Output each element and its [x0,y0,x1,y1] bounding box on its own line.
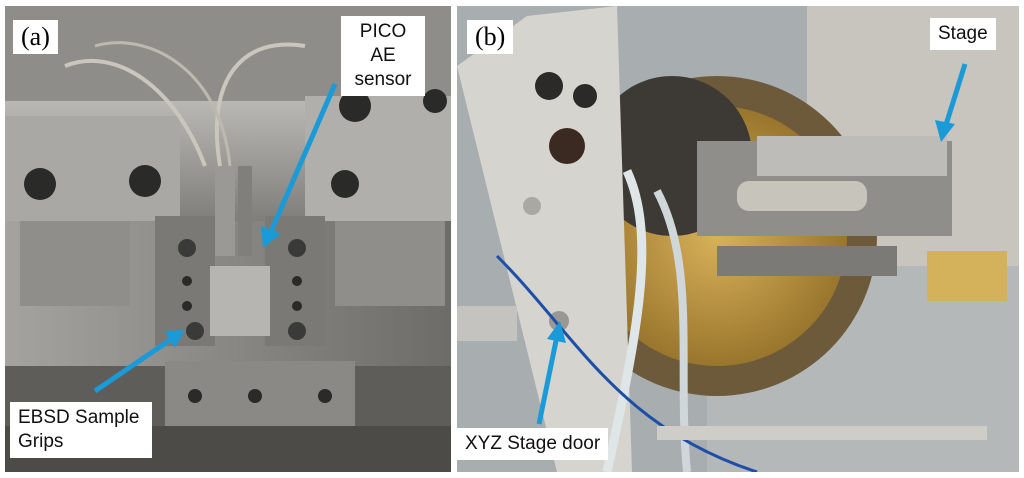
panel-b-photo: (b) Stage XYZ Stage door [457,6,1019,472]
panel-b-illustration [457,6,1019,472]
ebsd-sample-grips-label: EBSD Sample Grips [10,402,152,458]
panel-a-label: (a) [13,20,58,54]
panel-b-label: (b) [467,20,514,54]
xyz-stage-door-label: XYZ Stage door [457,428,609,460]
panel-a-photo: (a) PICO AE sensor EBSD Sample Grips [5,6,451,472]
pico-ae-sensor-label: PICO AE sensor [341,16,425,96]
stage-label: Stage [930,18,996,50]
